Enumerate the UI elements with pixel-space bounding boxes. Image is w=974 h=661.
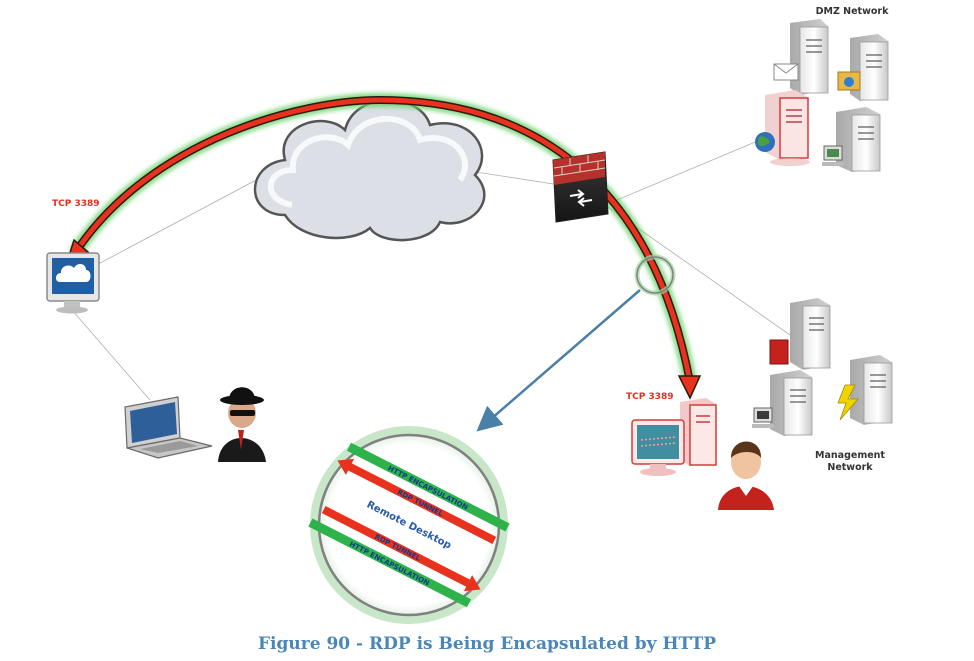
workstation-server-icon [822, 107, 881, 172]
power-server-icon [837, 355, 893, 425]
target-pc-icon [631, 398, 717, 476]
user-icon [718, 441, 774, 510]
red-arrow-top-head [337, 458, 355, 475]
monitor-icon [46, 252, 100, 314]
figure-caption: Figure 90 - RDP is Being Encapsulated by… [257, 634, 716, 654]
red-arrow-bottom-head [463, 575, 481, 592]
http-band-top [346, 442, 510, 532]
cloud-icon [253, 98, 486, 242]
http-band-bottom [308, 518, 472, 608]
dmz-network-label: DMZ Network [816, 6, 889, 17]
hacker-icon [218, 387, 266, 462]
mail-server-icon [773, 19, 829, 95]
management-network-label: Management [815, 450, 885, 461]
folder-server-icon [837, 34, 889, 101]
tunnel-lens: HTTP ENCAPSULATION RDP TUNNEL Remote Des… [308, 426, 510, 624]
tcp-port-label-left: TCP 3389 [52, 199, 100, 209]
arrowhead-right [677, 375, 702, 400]
rdp-arc-arrow [65, 92, 702, 400]
book-server-icon [769, 298, 831, 370]
tcp-port-label-right: TCP 3389 [626, 392, 674, 402]
web-server-icon [755, 90, 810, 166]
laptop-icon [124, 396, 213, 459]
firewall-icon [552, 151, 609, 223]
magnify-pointer [476, 289, 641, 432]
management-network-label-line2: Network [827, 462, 873, 473]
magnifier-icon [476, 254, 676, 432]
terminal-server-icon [752, 370, 813, 436]
